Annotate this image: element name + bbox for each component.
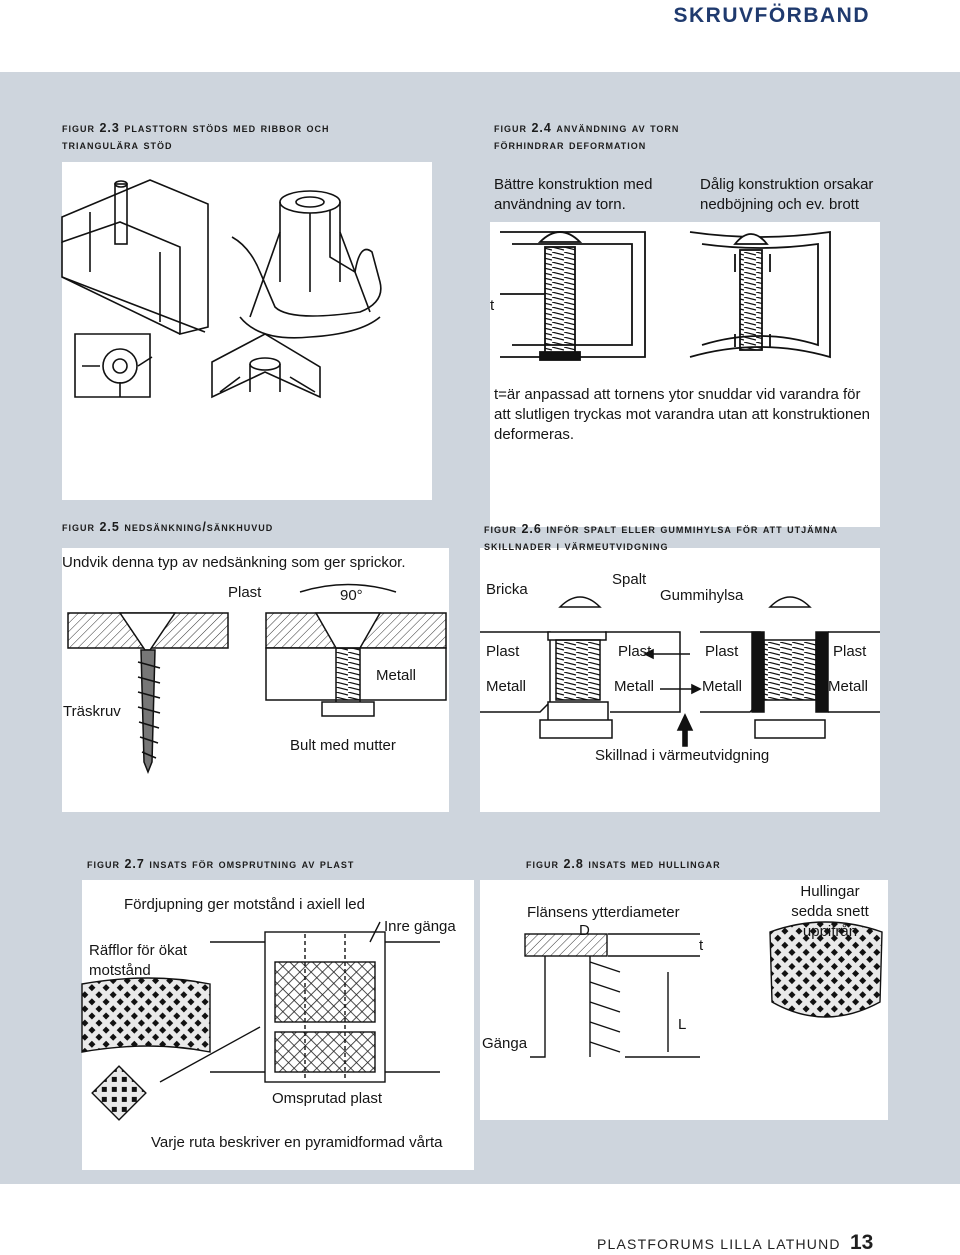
fig25-bult-label: Bult med mutter: [290, 737, 396, 754]
fig24-good-label: Bättre konstruktion med användning av to…: [494, 176, 653, 213]
fig26-plast-label-1: Plast: [486, 643, 520, 660]
fig28-ganga-label: Gänga: [482, 1035, 528, 1052]
fig28-l-label: L: [678, 1016, 687, 1033]
fig26-gummihylsa-label: Gummihylsa: [660, 587, 744, 604]
fig27-varje-label: Varje ruta beskriver en pyramidformad vå…: [151, 1134, 443, 1151]
fig25-traskruv-label: Träskruv: [63, 703, 121, 720]
fig27-caption: Figur 2.7 Insats för omsprutning av plas…: [87, 857, 355, 871]
content-panel: Figur 2.3 Plasttorn stöds med ribbor och…: [0, 72, 960, 1184]
fig26-metall-label-3: Metall: [702, 678, 743, 695]
fig28-caption: Figur 2.8 Insats med hullingar: [526, 857, 721, 871]
fig25-caption: Figur 2.5 Nedsänkning/sänkhuvud: [62, 520, 274, 534]
fig28-d-label: D: [579, 922, 590, 939]
fig26-caption: Figur 2.6 Inför spalt eller gummihylsa f…: [484, 522, 839, 553]
page-number: 13: [850, 1231, 874, 1254]
fig26-left-joint: [480, 596, 681, 739]
fig25-warning: Undvik denna typ av nedsänkning som ger …: [62, 554, 406, 571]
fig24-bad-label: Dålig konstruktion orsakar nedböjning oc…: [700, 176, 874, 213]
fig24-bad-tower: [689, 230, 831, 359]
fig28-t-label: t: [699, 937, 704, 954]
illustrations-svg: [61, 179, 883, 1121]
fig25-metall-label: Metall: [376, 667, 417, 684]
fig25-wood-screw: [67, 612, 229, 775]
fig24-good-tower: [500, 231, 646, 361]
fig28-hullingar-label: Hullingar sedda snett uppifrån: [791, 883, 869, 940]
fig25-bolt-with-nut: [265, 583, 447, 717]
fig24-caption: Figur 2.4 Användning av torn förhindrar …: [494, 121, 680, 152]
fig26-skillnad-label: Skillnad i värmeutvidgning: [595, 747, 770, 764]
fig26-metall-label-4: Metall: [828, 678, 869, 695]
page-header-title: SKRUVFÖRBAND: [673, 4, 870, 27]
fig26-plast-label-4: Plast: [833, 643, 867, 660]
fig26-right-joint: [700, 596, 880, 739]
fig23-caption: Figur 2.3 Plasttorn stöds med ribbor och…: [62, 121, 330, 152]
fig26-metall-label-2: Metall: [614, 678, 655, 695]
fig26-plast-label-2: Plast: [618, 643, 652, 660]
fig25-plast-label: Plast: [228, 584, 262, 601]
fig23-drawing: [61, 179, 382, 399]
fig26-plast-label-3: Plast: [705, 643, 739, 660]
fig27-inre-label: Inre gänga: [384, 918, 456, 935]
fig26-bricka-label: Bricka: [486, 581, 528, 598]
fig27-drawing: [81, 921, 440, 1121]
fig27-fordjupning-label: Fördjupning ger motstånd i axiell led: [124, 896, 365, 913]
fig26-arrows: [643, 648, 702, 747]
fig25-angle-label: 90°: [340, 587, 363, 604]
fig28-flans-label: Flänsens ytterdiameter: [527, 904, 680, 921]
fig28-insert: [524, 921, 883, 1058]
footer-text: PLASTFORUMS LILLA LATHUND: [597, 1236, 841, 1252]
fig26-metall-label-1: Metall: [486, 678, 527, 695]
fig24-t-label: t: [490, 297, 495, 314]
fig27-omsprutad-label: Omsprutad plast: [272, 1090, 383, 1107]
fig27-rafflor-label: Räfflor för ökat motstånd: [89, 942, 188, 979]
fig24-note: t=är anpassad att tornens ytor snuddar v…: [494, 386, 871, 443]
fig26-spalt-label: Spalt: [612, 571, 647, 588]
